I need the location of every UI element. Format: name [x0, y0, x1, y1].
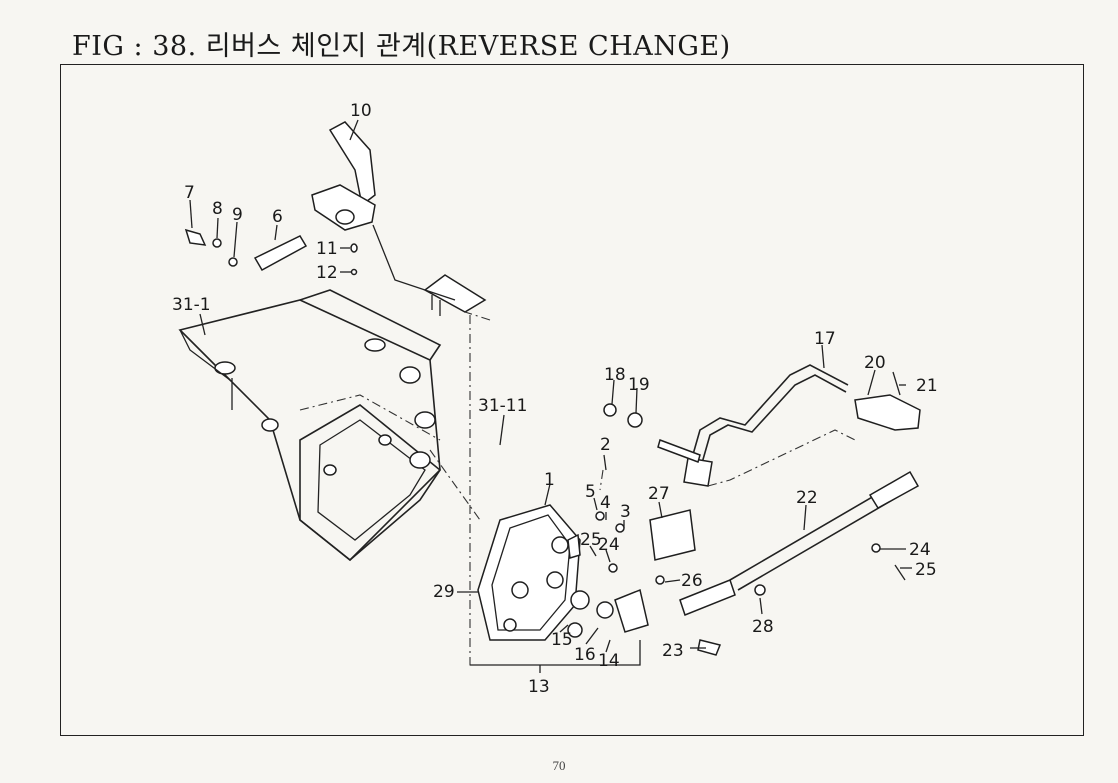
callout-5: 5 — [585, 482, 596, 502]
reverse-shaft — [595, 403, 920, 656]
callout-23: 23 — [662, 641, 684, 661]
callout-21: 21 — [916, 376, 938, 396]
callout-26: 26 — [681, 571, 703, 591]
callout-9: 9 — [232, 205, 243, 225]
callout-13: 13 — [528, 677, 550, 697]
callout-24-left: 24 — [598, 535, 620, 555]
callout-4: 4 — [600, 493, 611, 513]
shift-arm — [372, 224, 487, 316]
callout-labels: 10 7 8 9 6 11 12 31-1 17 20 21 18 19 31-… — [172, 101, 938, 697]
callout-7: 7 — [184, 183, 195, 203]
callout-2: 2 — [600, 435, 611, 455]
cover-plate — [477, 504, 590, 641]
callout-18: 18 — [604, 365, 626, 385]
callout-6: 6 — [272, 207, 283, 227]
callout-28: 28 — [752, 617, 774, 637]
callout-14: 14 — [598, 651, 620, 671]
callout-3: 3 — [620, 502, 631, 522]
diagram-frame — [60, 64, 1084, 736]
callout-10: 10 — [350, 101, 372, 121]
callout-16: 16 — [574, 645, 596, 665]
callout-31-1: 31-1 — [172, 295, 211, 315]
page-number: 70 — [552, 758, 566, 773]
leader-lines — [189, 119, 912, 653]
callout-11: 11 — [316, 239, 338, 259]
callout-25-right: 25 — [915, 560, 937, 580]
shift-fork-assembly — [184, 121, 376, 276]
callout-29: 29 — [433, 582, 455, 602]
figure-title: FIG : 38. 리버스 체인지 관계(REVERSE CHANGE) — [72, 31, 731, 62]
callout-24-right: 24 — [909, 540, 931, 560]
callout-12: 12 — [316, 263, 338, 283]
callout-15: 15 — [551, 630, 573, 650]
callout-22: 22 — [796, 488, 818, 508]
transmission-housing — [178, 289, 442, 562]
assembly-lines — [429, 311, 856, 673]
callout-1: 1 — [544, 470, 555, 490]
callout-20: 20 — [864, 353, 886, 373]
callout-8: 8 — [212, 199, 223, 219]
gear-lever — [657, 364, 921, 487]
callout-19: 19 — [628, 375, 650, 395]
callout-25-left: 25 — [580, 530, 602, 550]
callout-31-11: 31-11 — [478, 396, 527, 416]
callout-17: 17 — [814, 329, 836, 349]
callout-27: 27 — [648, 484, 670, 504]
